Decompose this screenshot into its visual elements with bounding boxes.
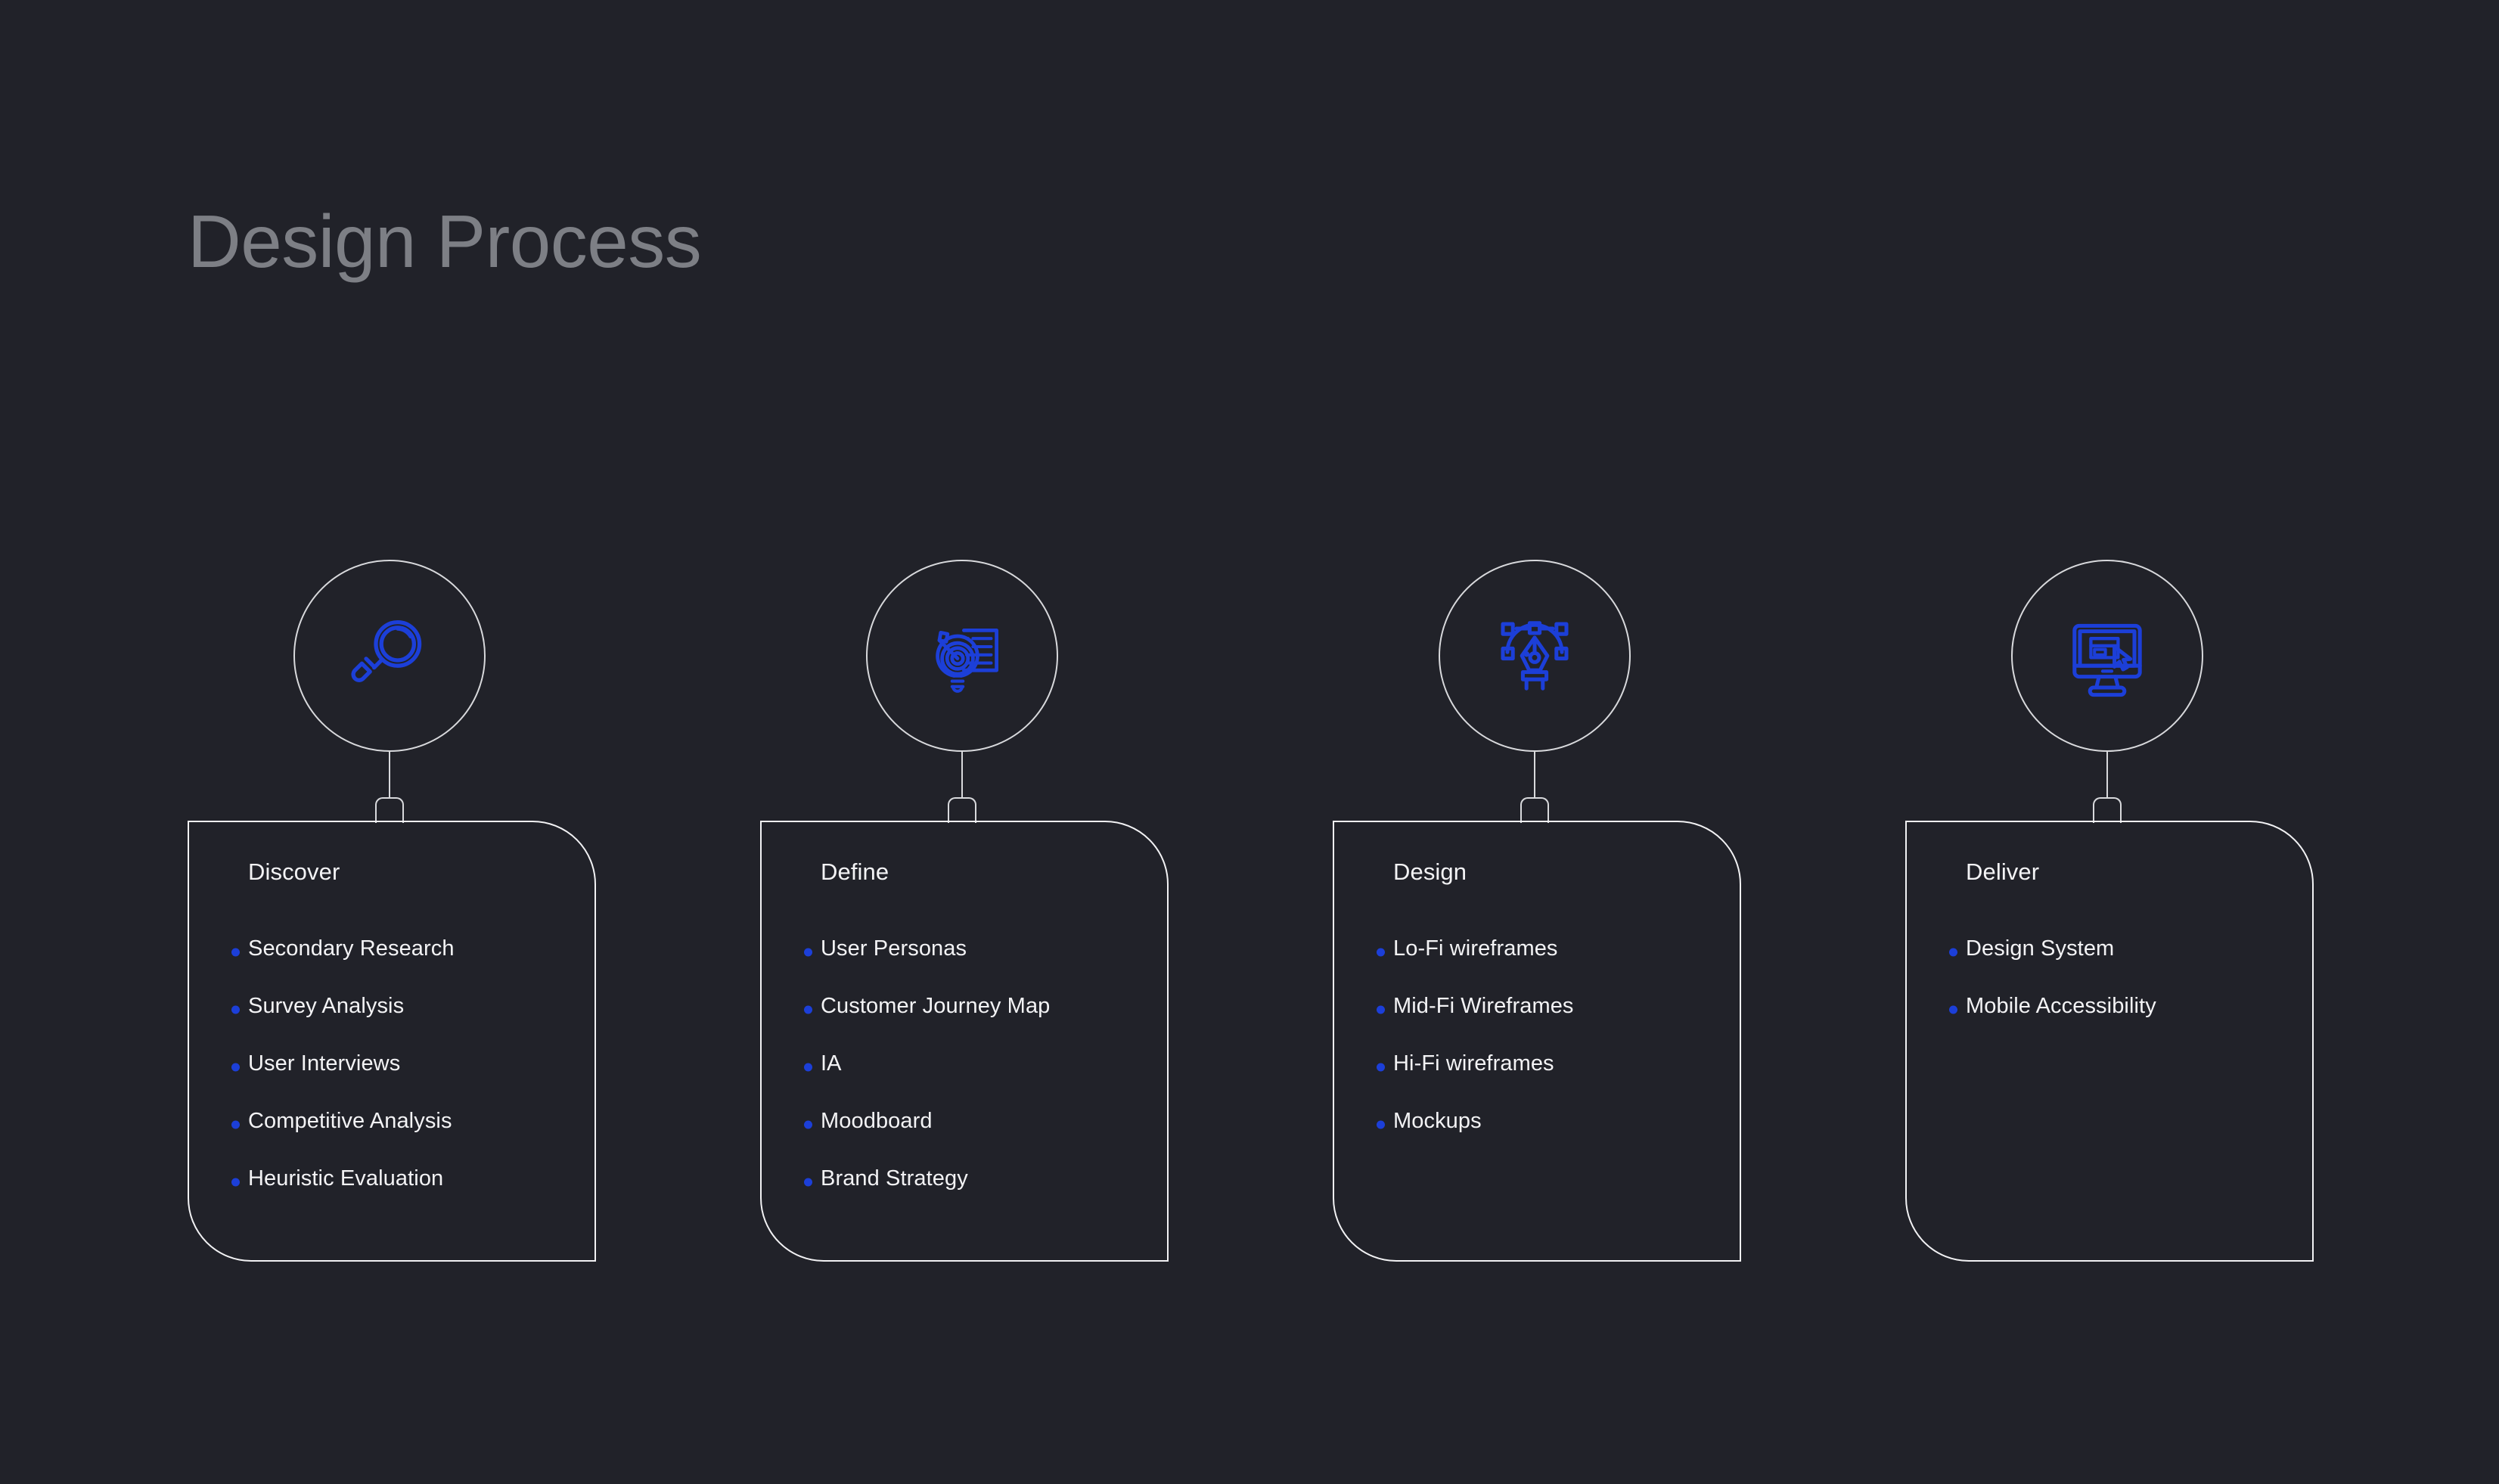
stage-connector-line [1534,752,1535,800]
list-item[interactable]: Hi-Fi wireframes [1334,1038,1740,1096]
stage-card: Discover Secondary Research Survey Analy… [188,821,596,1262]
bullet-icon [231,1120,240,1129]
list-item[interactable]: IA [762,1038,1167,1096]
list-item-label: Mockups [1393,1108,1482,1133]
stage-item-list: Secondary Research Survey Analysis User … [189,924,594,1211]
list-item[interactable]: Heuristic Evaluation [189,1153,594,1211]
stage-title: Define [821,858,889,885]
stage-title: Deliver [1966,858,2040,885]
list-item-label: Mobile Accessibility [1966,993,2156,1018]
list-item[interactable]: Mobile Accessibility [1907,981,2312,1038]
list-item[interactable]: Survey Analysis [189,981,594,1038]
list-item-label: Moodboard [821,1108,933,1133]
stage-card: Design Lo-Fi wireframes Mid-Fi Wireframe… [1333,821,1741,1262]
bullet-icon [804,1063,812,1072]
bullet-icon [231,1063,240,1072]
magnifier-icon [344,610,435,701]
stage-define: Define User Personas Customer Journey Ma… [760,560,1169,1263]
stage-connector-line [389,752,390,800]
list-item-label: Secondary Research [248,936,455,961]
stage-connector-tab [1520,797,1549,823]
bullet-icon [1949,948,1957,957]
stage-item-list: Design System Mobile Accessibility [1907,924,2312,1038]
list-item[interactable]: Competitive Analysis [189,1096,594,1153]
list-item[interactable]: Lo-Fi wireframes [1334,924,1740,981]
list-item[interactable]: User Interviews [189,1038,594,1096]
list-item[interactable]: Moodboard [762,1096,1167,1153]
bullet-icon [1377,948,1385,957]
stage-connector-tab [375,797,404,823]
list-item[interactable]: Brand Strategy [762,1153,1167,1211]
stage-discover: Discover Secondary Research Survey Analy… [188,560,596,1263]
bullet-icon [1377,1120,1385,1129]
list-item[interactable]: Mid-Fi Wireframes [1334,981,1740,1038]
stage-title: Discover [248,858,340,885]
stage-deliver: Deliver Design System Mobile Accessibili… [1905,560,2314,1263]
list-item-label: Competitive Analysis [248,1108,452,1133]
stage-icon-circle [293,560,486,752]
list-item[interactable]: Customer Journey Map [762,981,1167,1038]
stage-icon-circle [2011,560,2203,752]
list-item-label: Design System [1966,936,2115,961]
bullet-icon [1949,1005,1957,1014]
bullet-icon [231,1178,240,1187]
monitor-cursor-icon [2062,610,2153,701]
bullet-icon [1377,1063,1385,1072]
stage-icon-circle [866,560,1058,752]
list-item-label: User Personas [821,936,967,961]
list-item[interactable]: User Personas [762,924,1167,981]
list-item[interactable]: Secondary Research [189,924,594,981]
bullet-icon [804,1120,812,1129]
bullet-icon [1377,1005,1385,1014]
bullet-icon [804,1005,812,1014]
list-item-label: Lo-Fi wireframes [1393,936,1558,961]
bullet-icon [231,1005,240,1014]
list-item-label: Mid-Fi Wireframes [1393,993,1574,1018]
bullet-icon [804,1178,812,1187]
stage-connector-tab [948,797,976,823]
list-item[interactable]: Design System [1907,924,2312,981]
stage-connector-line [961,752,963,800]
stage-design: Design Lo-Fi wireframes Mid-Fi Wireframe… [1333,560,1741,1263]
list-item-label: IA [821,1051,842,1076]
stage-item-list: Lo-Fi wireframes Mid-Fi Wireframes Hi-Fi… [1334,924,1740,1153]
stage-title: Design [1393,858,1467,885]
list-item-label: User Interviews [248,1051,401,1076]
bullet-icon [804,948,812,957]
pen-tool-bezier-icon [1489,610,1580,701]
stage-card: Deliver Design System Mobile Accessibili… [1905,821,2314,1262]
stage-connector-line [2106,752,2108,800]
stage-connector-tab [2093,797,2122,823]
stage-icon-circle [1439,560,1631,752]
stage-card: Define User Personas Customer Journey Ma… [760,821,1169,1262]
list-item-label: Survey Analysis [248,993,405,1018]
list-item-label: Customer Journey Map [821,993,1051,1018]
list-item-label: Hi-Fi wireframes [1393,1051,1554,1076]
list-item-label: Brand Strategy [821,1166,968,1191]
bullet-icon [231,948,240,957]
list-item-label: Heuristic Evaluation [248,1166,444,1191]
lightbulb-target-document-icon [917,610,1007,701]
list-item[interactable]: Mockups [1334,1096,1740,1153]
stage-item-list: User Personas Customer Journey Map IA Mo… [762,924,1167,1211]
page-title: Design Process [188,200,702,283]
